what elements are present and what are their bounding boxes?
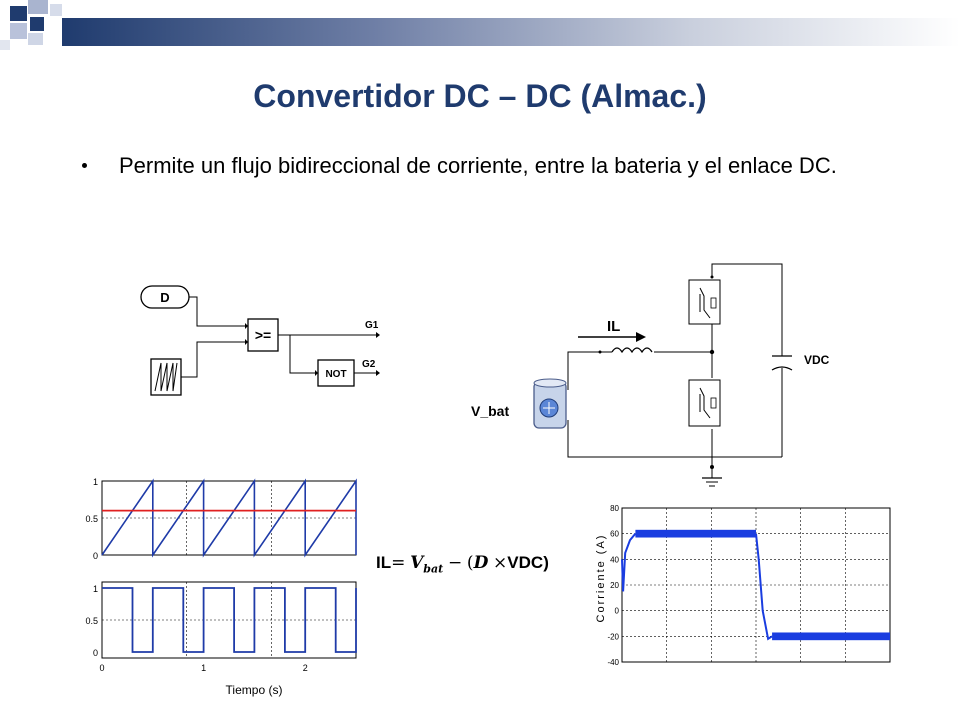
fall-transient xyxy=(755,533,773,641)
y-tick-label: 0 xyxy=(615,607,620,616)
node-dot xyxy=(598,350,602,354)
bullet-dot-icon xyxy=(82,163,87,168)
not-label: NOT xyxy=(325,369,346,380)
wire-to-not xyxy=(289,335,315,374)
eq-d: D xyxy=(473,553,489,573)
wire-inductor-left xyxy=(567,351,612,390)
eq-rhs: VDC) xyxy=(507,553,549,572)
ripple-band-low xyxy=(772,632,890,641)
y-tick-label: 0.5 xyxy=(85,514,98,524)
vbat-label: V_bat xyxy=(471,403,509,419)
pulse-plot: 0 0.5 1 0 1 2 xyxy=(85,581,357,673)
y-axis-label: Corriente (A) xyxy=(595,534,607,623)
y-tick-label: 60 xyxy=(610,530,619,539)
x-tick-label: 2 xyxy=(303,663,308,673)
const-d-label: D xyxy=(160,290,169,305)
decor-square-7 xyxy=(50,4,62,16)
wire-d-to-compare xyxy=(189,296,245,327)
header-gradient-bar xyxy=(62,18,960,46)
y-tick-label: 0 xyxy=(93,551,98,561)
y-tick-label: -40 xyxy=(607,658,619,667)
current-equation: IL= Vbat − (D ×VDC) xyxy=(376,553,549,575)
eq-v: Vbat xyxy=(410,553,444,576)
diode-icon xyxy=(710,397,717,409)
x-tick-label: 0 xyxy=(99,663,104,673)
y-tick-label: 1 xyxy=(93,477,98,487)
decor-square-4 xyxy=(30,17,44,31)
eq-lparen: ( xyxy=(466,553,474,573)
decor-square-6 xyxy=(0,40,10,50)
il-label: IL xyxy=(607,318,620,335)
y-tick-label: 0.5 xyxy=(85,616,98,626)
converter-circuit: VDC IL V_bat xyxy=(471,263,830,487)
sawtooth-icon xyxy=(154,362,178,392)
decor-square-5 xyxy=(28,33,43,45)
arrow-head-icon xyxy=(245,339,248,345)
arrow-head-icon xyxy=(636,332,646,342)
compare-label: >= xyxy=(255,327,271,343)
wire-bottom-rail xyxy=(711,429,782,458)
y-tick-label: 40 xyxy=(610,555,619,564)
arrow-head-icon xyxy=(245,323,248,329)
x-tick-label: 1 xyxy=(201,663,206,673)
eq-minus: − xyxy=(447,553,463,573)
compare-block xyxy=(247,318,279,352)
eq-lhs: IL xyxy=(376,553,392,572)
vdc-label: VDC xyxy=(804,353,830,367)
pwm-block-diagram: D >= NOT G1 G2 xyxy=(140,285,380,396)
eq-v-letter: V xyxy=(410,553,424,573)
decor-square-1 xyxy=(10,6,27,21)
rise-transient xyxy=(621,533,637,592)
ripple-band-high xyxy=(635,529,756,538)
x-axis-label: Tiempo (s) xyxy=(226,683,283,697)
battery-icon xyxy=(533,378,567,429)
decor-square-3 xyxy=(10,23,27,39)
wire-saw-to-compare xyxy=(181,341,245,378)
igbt-icon xyxy=(699,387,711,419)
plot-frame xyxy=(101,581,357,659)
igbt-icon xyxy=(699,287,711,319)
y-tick-label: 20 xyxy=(610,581,619,590)
y-tick-label: 1 xyxy=(93,584,98,594)
g2-label: G2 xyxy=(362,359,376,370)
eq-times: × xyxy=(493,553,508,573)
pulse-series xyxy=(102,587,357,653)
g1-label: G1 xyxy=(365,320,379,331)
arrow-head-icon xyxy=(376,332,380,338)
sawtooth-plot: 00.51 xyxy=(85,477,357,561)
decor-square-2 xyxy=(28,0,48,14)
y-tick-label: -20 xyxy=(607,632,619,641)
eq-v-sub: bat xyxy=(423,562,444,576)
node-dot xyxy=(710,275,714,279)
slide-title: Convertidor DC – DC (Almac.) xyxy=(253,78,707,114)
eq-equals: = xyxy=(391,553,406,573)
wire-top-rail xyxy=(711,263,783,322)
not-block xyxy=(317,359,355,387)
y-tick-label: 80 xyxy=(610,504,619,513)
diode-icon xyxy=(710,297,717,309)
capacitor-plate-bottom xyxy=(771,366,793,371)
current-plot: Corriente (A) 80 60 40 20 0 -20 -40 xyxy=(595,504,891,667)
arrow-head-icon xyxy=(376,370,380,376)
wire-battery-bottom xyxy=(567,420,712,458)
arrow-head-icon xyxy=(315,370,318,376)
bullet-text: Permite un flujo bidireccional de corrie… xyxy=(119,153,837,178)
inductor-icon xyxy=(611,347,653,354)
ground-node-dot xyxy=(710,465,714,469)
sawtooth-series xyxy=(101,478,357,558)
y-tick-label: 0 xyxy=(93,648,98,658)
